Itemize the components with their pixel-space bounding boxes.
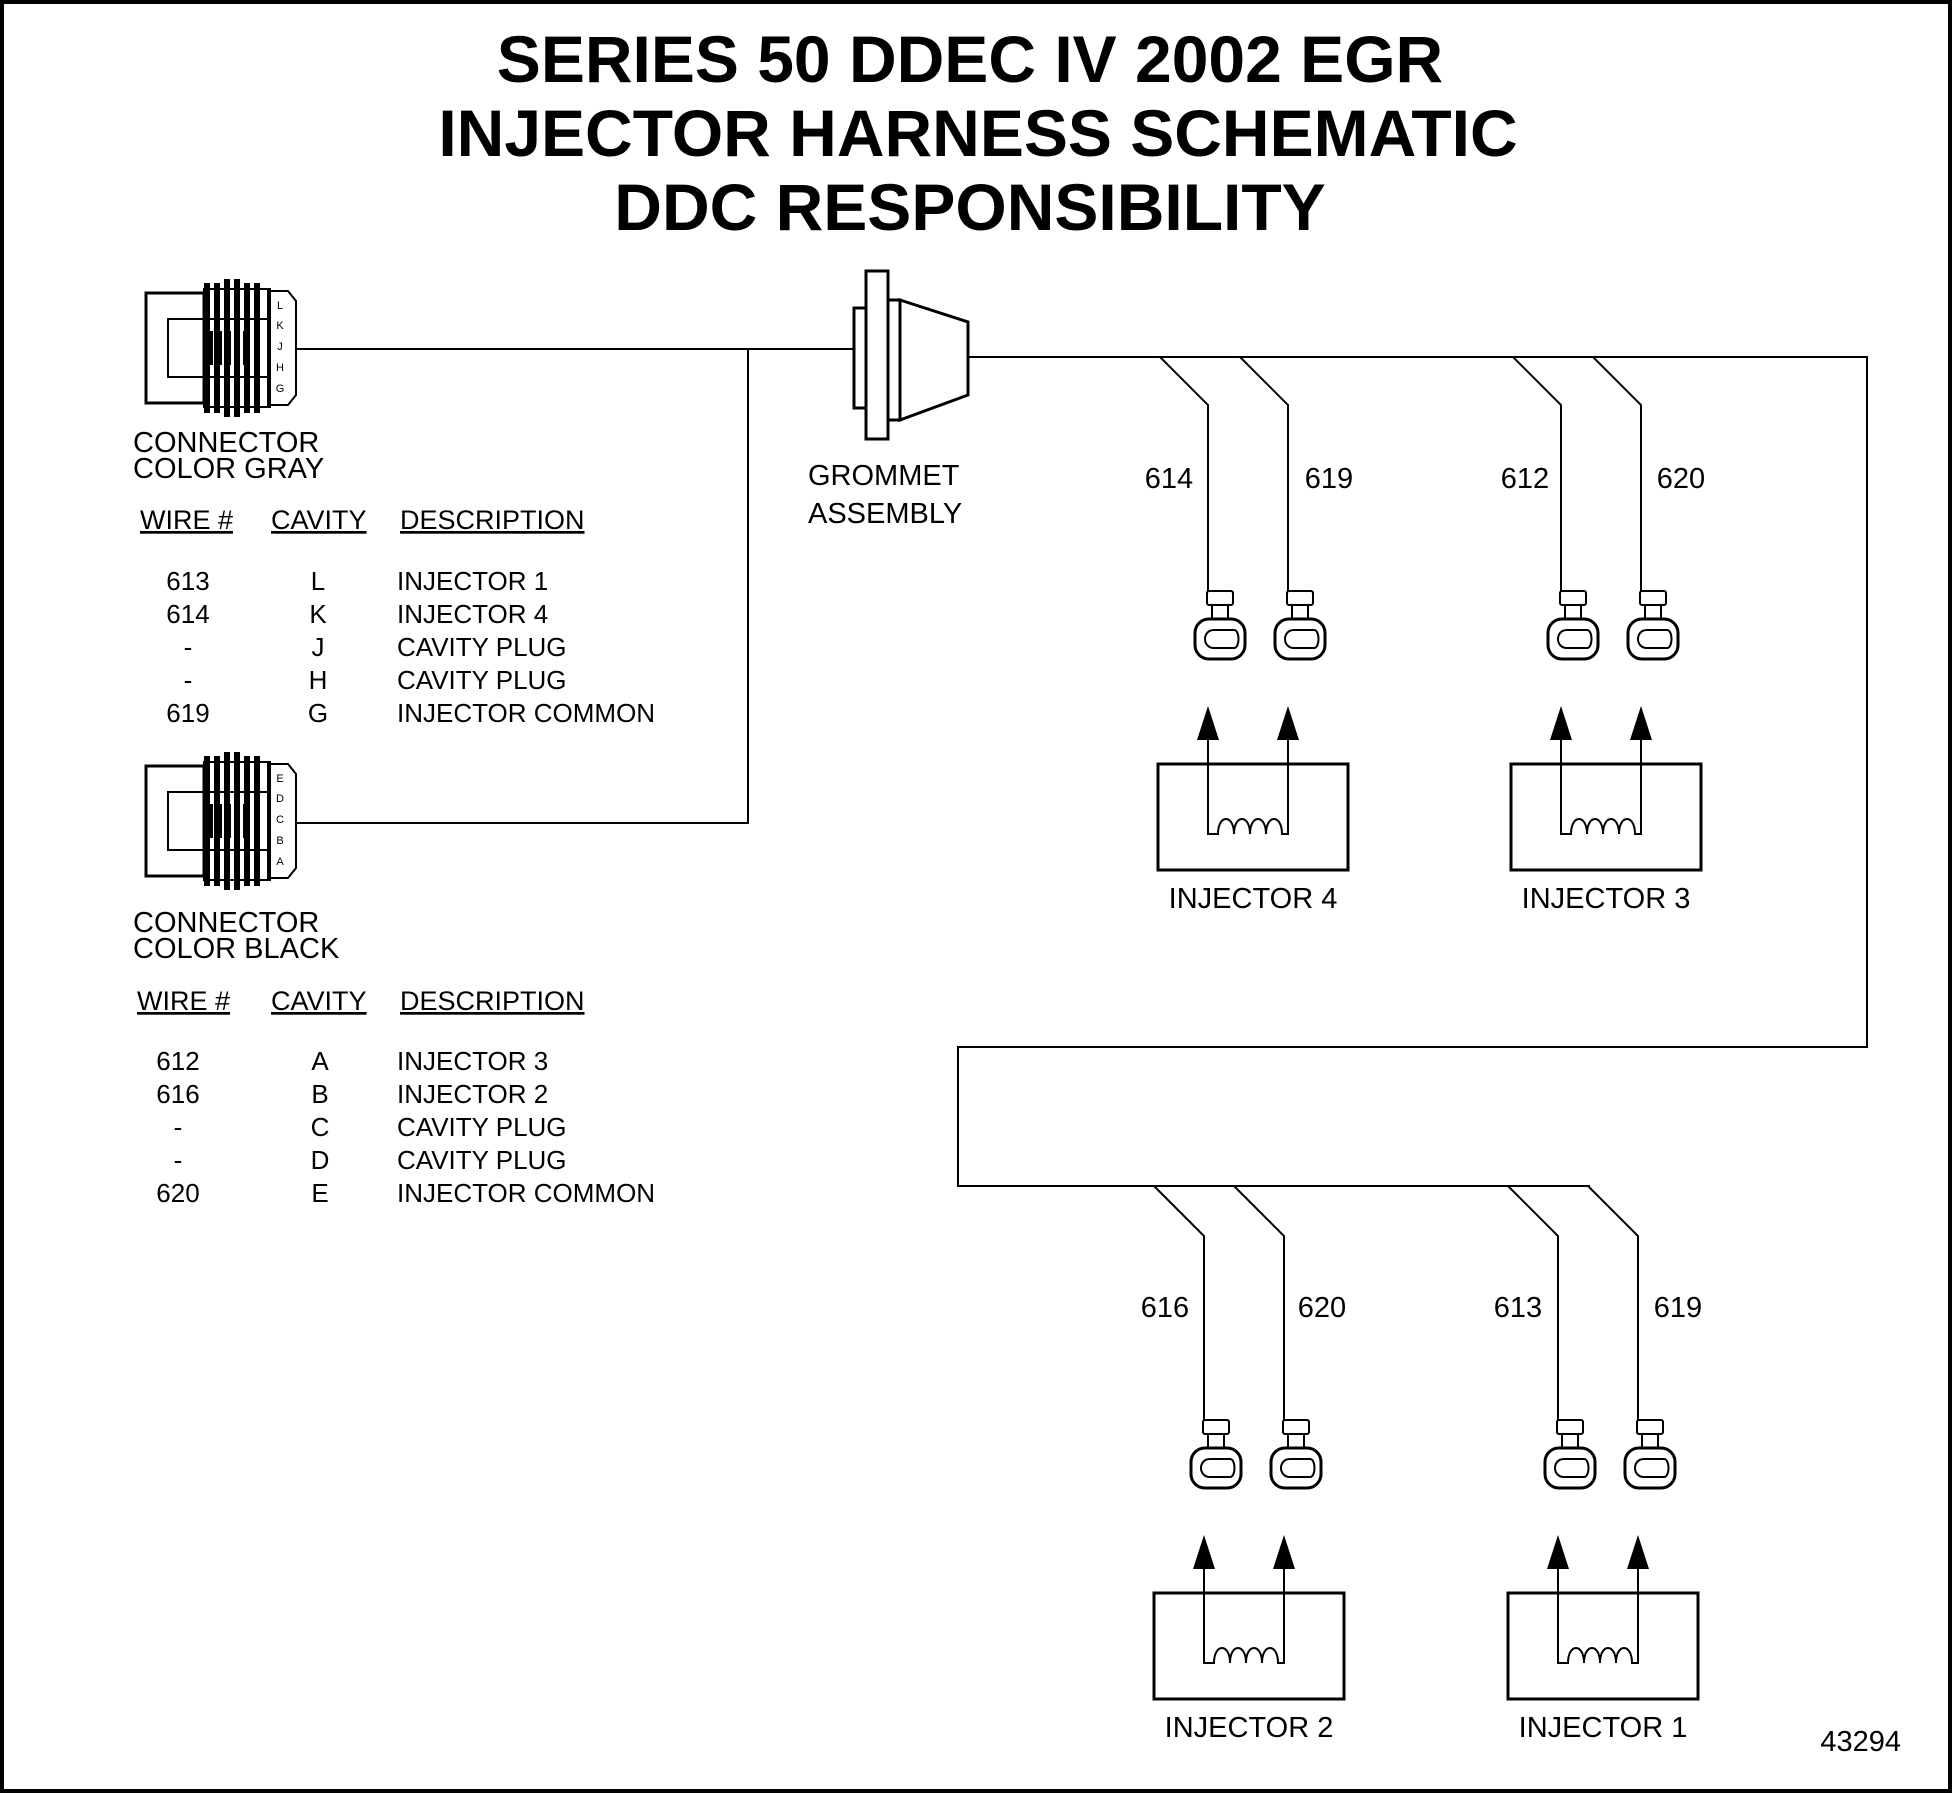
table-header-cavity: CAVITY [271, 505, 367, 535]
table-header-wire: WIRE # [140, 505, 233, 535]
table-cell-wire: 619 [166, 698, 209, 728]
title-line-3: DDC RESPONSIBILITY [614, 170, 1325, 244]
table-cell-description: CAVITY PLUG [397, 1112, 567, 1142]
terminal-plug [1626, 589, 1680, 661]
grommet-assembly [852, 269, 970, 441]
black-connector: E D C B A [144, 750, 298, 892]
table-cell-cavity: H [309, 665, 328, 695]
injector-4-label: INJECTOR 4 [1169, 883, 1338, 915]
table-header-wire: WIRE # [137, 986, 230, 1016]
terminal-plug [1623, 1418, 1677, 1490]
gray-pin-j: J [277, 341, 283, 353]
gray-pin-g: G [276, 383, 285, 395]
terminal-plug [1273, 589, 1327, 661]
wire-label: 620 [1298, 1292, 1346, 1324]
wire-label: 619 [1305, 463, 1353, 495]
table-cell-description: INJECTOR COMMON [397, 1178, 655, 1208]
injector-2 [1152, 1533, 1346, 1701]
black-connector-table: WIRE # CAVITY DESCRIPTION 612 A INJECTOR… [137, 986, 655, 1208]
terminal-plug [1269, 1418, 1323, 1490]
table-cell-cavity: C [311, 1112, 330, 1142]
table-cell-wire: - [174, 1145, 183, 1175]
harness-wires [297, 348, 1868, 1420]
terminal-plugs [1189, 589, 1680, 1490]
wire-label: 613 [1494, 1292, 1542, 1324]
wire-label: 612 [1501, 463, 1549, 495]
table-cell-wire: - [184, 632, 193, 662]
black-pin-d: D [276, 793, 284, 805]
terminal-plug [1546, 589, 1600, 661]
table-cell-wire: 614 [166, 599, 209, 629]
table-cell-cavity: D [311, 1145, 330, 1175]
table-header-description: DESCRIPTION [400, 986, 585, 1016]
terminal-plug [1543, 1418, 1597, 1490]
injector-3 [1509, 704, 1703, 872]
wire-label: 616 [1141, 1292, 1189, 1324]
gray-pin-k: K [276, 320, 284, 332]
black-connector-label-1: CONNECTOR [133, 907, 319, 939]
gray-pin-l: L [277, 300, 283, 312]
injector-4 [1156, 704, 1350, 872]
gray-connector: L K J H G [144, 277, 298, 419]
terminal-plug [1189, 1418, 1243, 1490]
injector-1-label: INJECTOR 1 [1519, 1712, 1688, 1744]
table-cell-description: CAVITY PLUG [397, 665, 567, 695]
black-pin-c: C [276, 814, 284, 826]
table-header-cavity: CAVITY [271, 986, 367, 1016]
table-cell-cavity: J [312, 632, 325, 662]
table-cell-cavity: B [311, 1079, 328, 1109]
injector-2-label: INJECTOR 2 [1165, 1712, 1334, 1744]
table-cell-wire: 616 [156, 1079, 199, 1109]
table-cell-wire: 620 [156, 1178, 199, 1208]
table-cell-description: INJECTOR COMMON [397, 698, 655, 728]
wire-label: 619 [1654, 1292, 1702, 1324]
gray-pin-h: H [276, 362, 284, 374]
table-cell-cavity: K [309, 599, 327, 629]
table-cell-wire: - [174, 1112, 183, 1142]
table-cell-description: INJECTOR 1 [397, 566, 548, 596]
table-cell-description: CAVITY PLUG [397, 1145, 567, 1175]
terminal-plug [1193, 589, 1247, 661]
wire-label: 614 [1145, 463, 1193, 495]
table-header-description: DESCRIPTION [400, 505, 585, 535]
black-connector-label-2: COLOR BLACK [133, 933, 340, 965]
grommet-label-1: GROMMET [808, 460, 960, 492]
gray-connector-label-2: COLOR GRAY [133, 453, 324, 485]
injector-1 [1506, 1533, 1700, 1701]
title-line-2: INJECTOR HARNESS SCHEMATIC [438, 96, 1517, 170]
title-line-1: SERIES 50 DDEC IV 2002 EGR [497, 22, 1443, 96]
gray-connector-table: WIRE # CAVITY DESCRIPTION 613 L INJECTOR… [140, 505, 655, 728]
black-pin-a: A [276, 856, 284, 868]
injector-3-label: INJECTOR 3 [1522, 883, 1691, 915]
wire-label: 620 [1657, 463, 1705, 495]
table-cell-description: INJECTOR 2 [397, 1079, 548, 1109]
black-pin-e: E [276, 773, 283, 785]
grommet-label-2: ASSEMBLY [808, 498, 962, 530]
table-cell-wire: 612 [156, 1046, 199, 1076]
table-cell-cavity: G [308, 698, 328, 728]
gray-connector-label-1: CONNECTOR [133, 427, 319, 459]
table-cell-description: INJECTOR 3 [397, 1046, 548, 1076]
table-cell-wire: - [184, 665, 193, 695]
table-cell-cavity: A [311, 1046, 329, 1076]
figure-number: 43294 [1820, 1726, 1901, 1758]
table-cell-wire: 613 [166, 566, 209, 596]
table-cell-description: CAVITY PLUG [397, 632, 567, 662]
table-cell-cavity: E [311, 1178, 328, 1208]
black-pin-b: B [276, 835, 283, 847]
table-cell-description: INJECTOR 4 [397, 599, 548, 629]
table-cell-cavity: L [311, 566, 325, 596]
